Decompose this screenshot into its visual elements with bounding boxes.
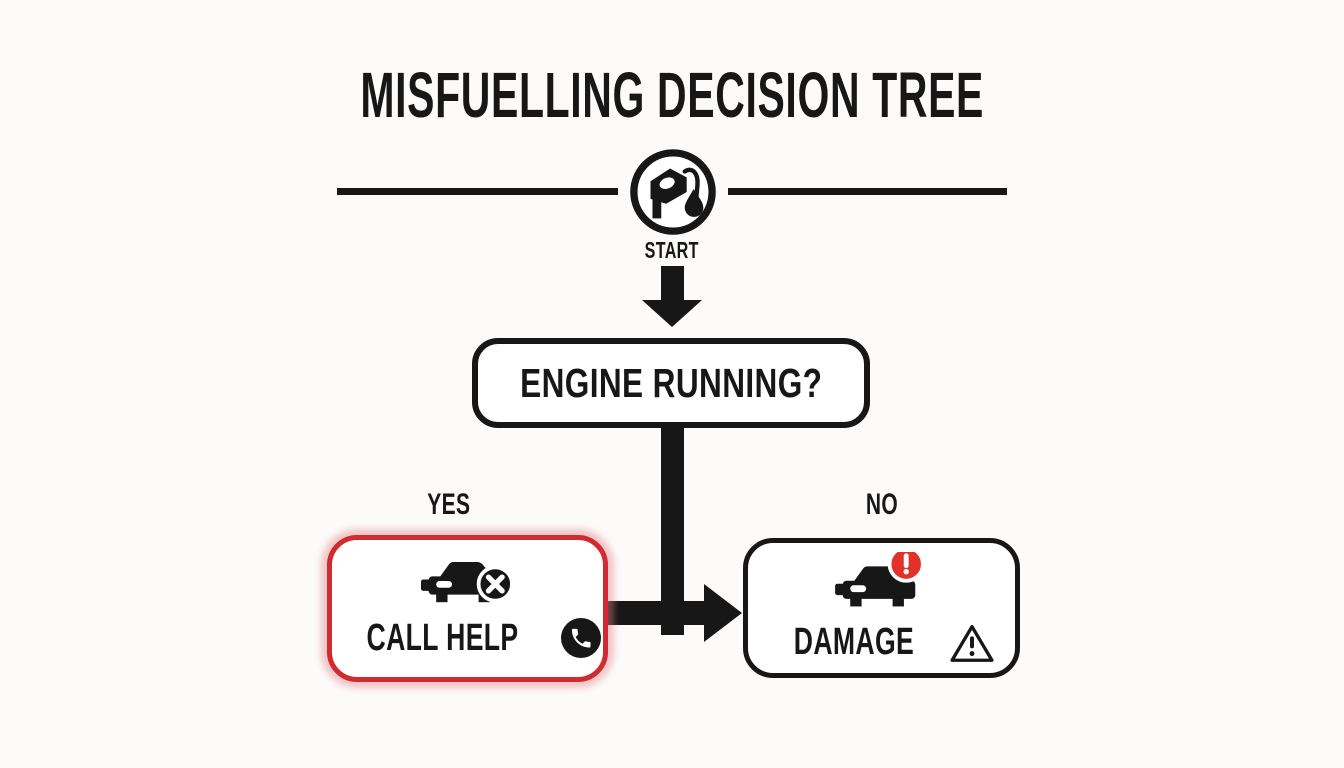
connector-horizontal [608,601,706,625]
arrow-down-icon [642,300,702,327]
no-branch-label: NO [782,488,982,522]
phone-icon [560,618,601,658]
no-label-text: NO [865,488,899,521]
damage-label: DAMAGE [793,621,915,663]
yes-label-text: YES [427,488,471,521]
fuel-nozzle-icon [629,148,717,236]
yes-branch-label: YES [349,488,549,522]
start-label-text: START [644,237,700,263]
page-title-text: MISFUELLING DECISION TREE [360,59,984,131]
damage-node: DAMAGE [743,538,1020,678]
damage-row: DAMAGE [768,621,995,664]
engine-running-label: ENGINE RUNNING? [519,359,823,406]
divider-line-right [728,188,1007,195]
start-label: START [572,237,772,264]
car-alert-icon [834,545,929,614]
arrow-right-icon [704,584,742,642]
call-help-node: CALL HELP [327,535,608,682]
car-breakdown-icon [420,558,515,610]
warning-triangle-icon [949,622,995,664]
arrow-down-stem [661,266,684,301]
call-help-label: CALL HELP [367,616,519,659]
call-help-row: CALL HELP [334,616,601,660]
page-title: MISFUELLING DECISION TREE [0,58,1344,132]
divider-line-left [337,188,618,195]
engine-running-node: ENGINE RUNNING? [472,338,870,428]
connector-vertical [661,428,684,635]
